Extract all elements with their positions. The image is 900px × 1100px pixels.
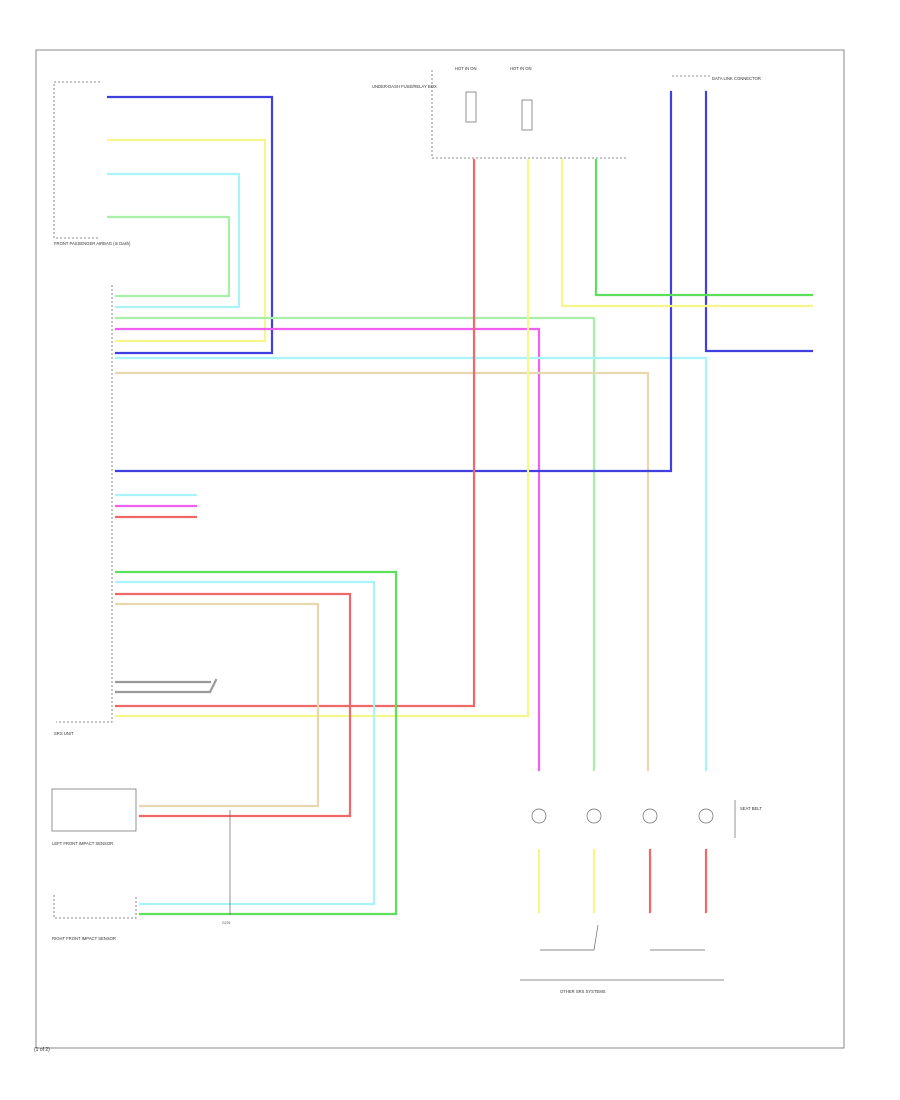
fuse-box-outline <box>431 70 628 159</box>
seatbelt-terminal-4 <box>698 808 714 824</box>
wire-grn-impact <box>114 570 398 916</box>
fuse-a-label: HOT IN ON <box>455 66 477 71</box>
seatbelt-terminal-3 <box>642 808 658 824</box>
right-impact-outline <box>53 895 137 919</box>
wire-ltgrn-main <box>114 316 596 772</box>
wire-grn-right <box>594 158 814 297</box>
wire-brn-impact <box>114 602 320 808</box>
seatbelt-label: SEAT BELT <box>740 806 762 811</box>
seatbelt-terminal-2 <box>586 808 602 824</box>
wire-yel-airbag <box>106 138 267 343</box>
wire-ltblu-main <box>114 356 708 772</box>
wire-blu-dlc <box>114 90 673 473</box>
srs-unit-label: SRS UNIT <box>54 731 74 736</box>
passenger-airbag-outline <box>53 81 100 239</box>
fuse-box-label: UNDER-DASH FUSE/RELAY BOX <box>372 84 437 89</box>
srs-unit-outline <box>56 285 113 723</box>
fuse-b-label: HOT IN ON <box>510 66 532 71</box>
wire-gry-short2 <box>114 678 218 694</box>
seatbelt-terminal-1 <box>531 808 547 824</box>
page-label: (1 of 2) <box>34 1047 50 1053</box>
other-srs-label: OTHER SRS SYSTEMS <box>560 989 606 994</box>
lower-link-1 <box>540 924 599 951</box>
passenger-airbag-label: FRONT PASSENGER AIRBAG (In Dash) <box>54 241 131 246</box>
fuse-a <box>465 91 477 123</box>
right-impact-label: RIGHT FRONT IMPACT SENSOR <box>52 936 116 941</box>
wire-red-impact <box>114 592 352 818</box>
wire-ltgrn-airbag <box>106 215 231 298</box>
wire-pnk-main <box>114 327 541 772</box>
wire-red-fuse <box>114 158 476 708</box>
wire-brn-main <box>114 371 650 772</box>
page-frame <box>35 49 845 1049</box>
wire-yel-fuse <box>114 158 530 718</box>
wire-yel-right <box>560 158 814 308</box>
ground-label: G201 <box>222 921 231 925</box>
fuse-b <box>521 99 533 131</box>
dlc-label: DATA LINK CONNECTOR <box>712 76 761 81</box>
left-impact-label: LEFT FRONT IMPACT SENSOR <box>52 841 113 846</box>
wire-blu-right <box>704 90 814 353</box>
wire-blu-airbag <box>106 95 274 355</box>
wire-ltblu-airbag <box>106 172 241 309</box>
left-impact-sensor <box>51 788 137 832</box>
wire-ltblu-impact <box>114 580 376 906</box>
